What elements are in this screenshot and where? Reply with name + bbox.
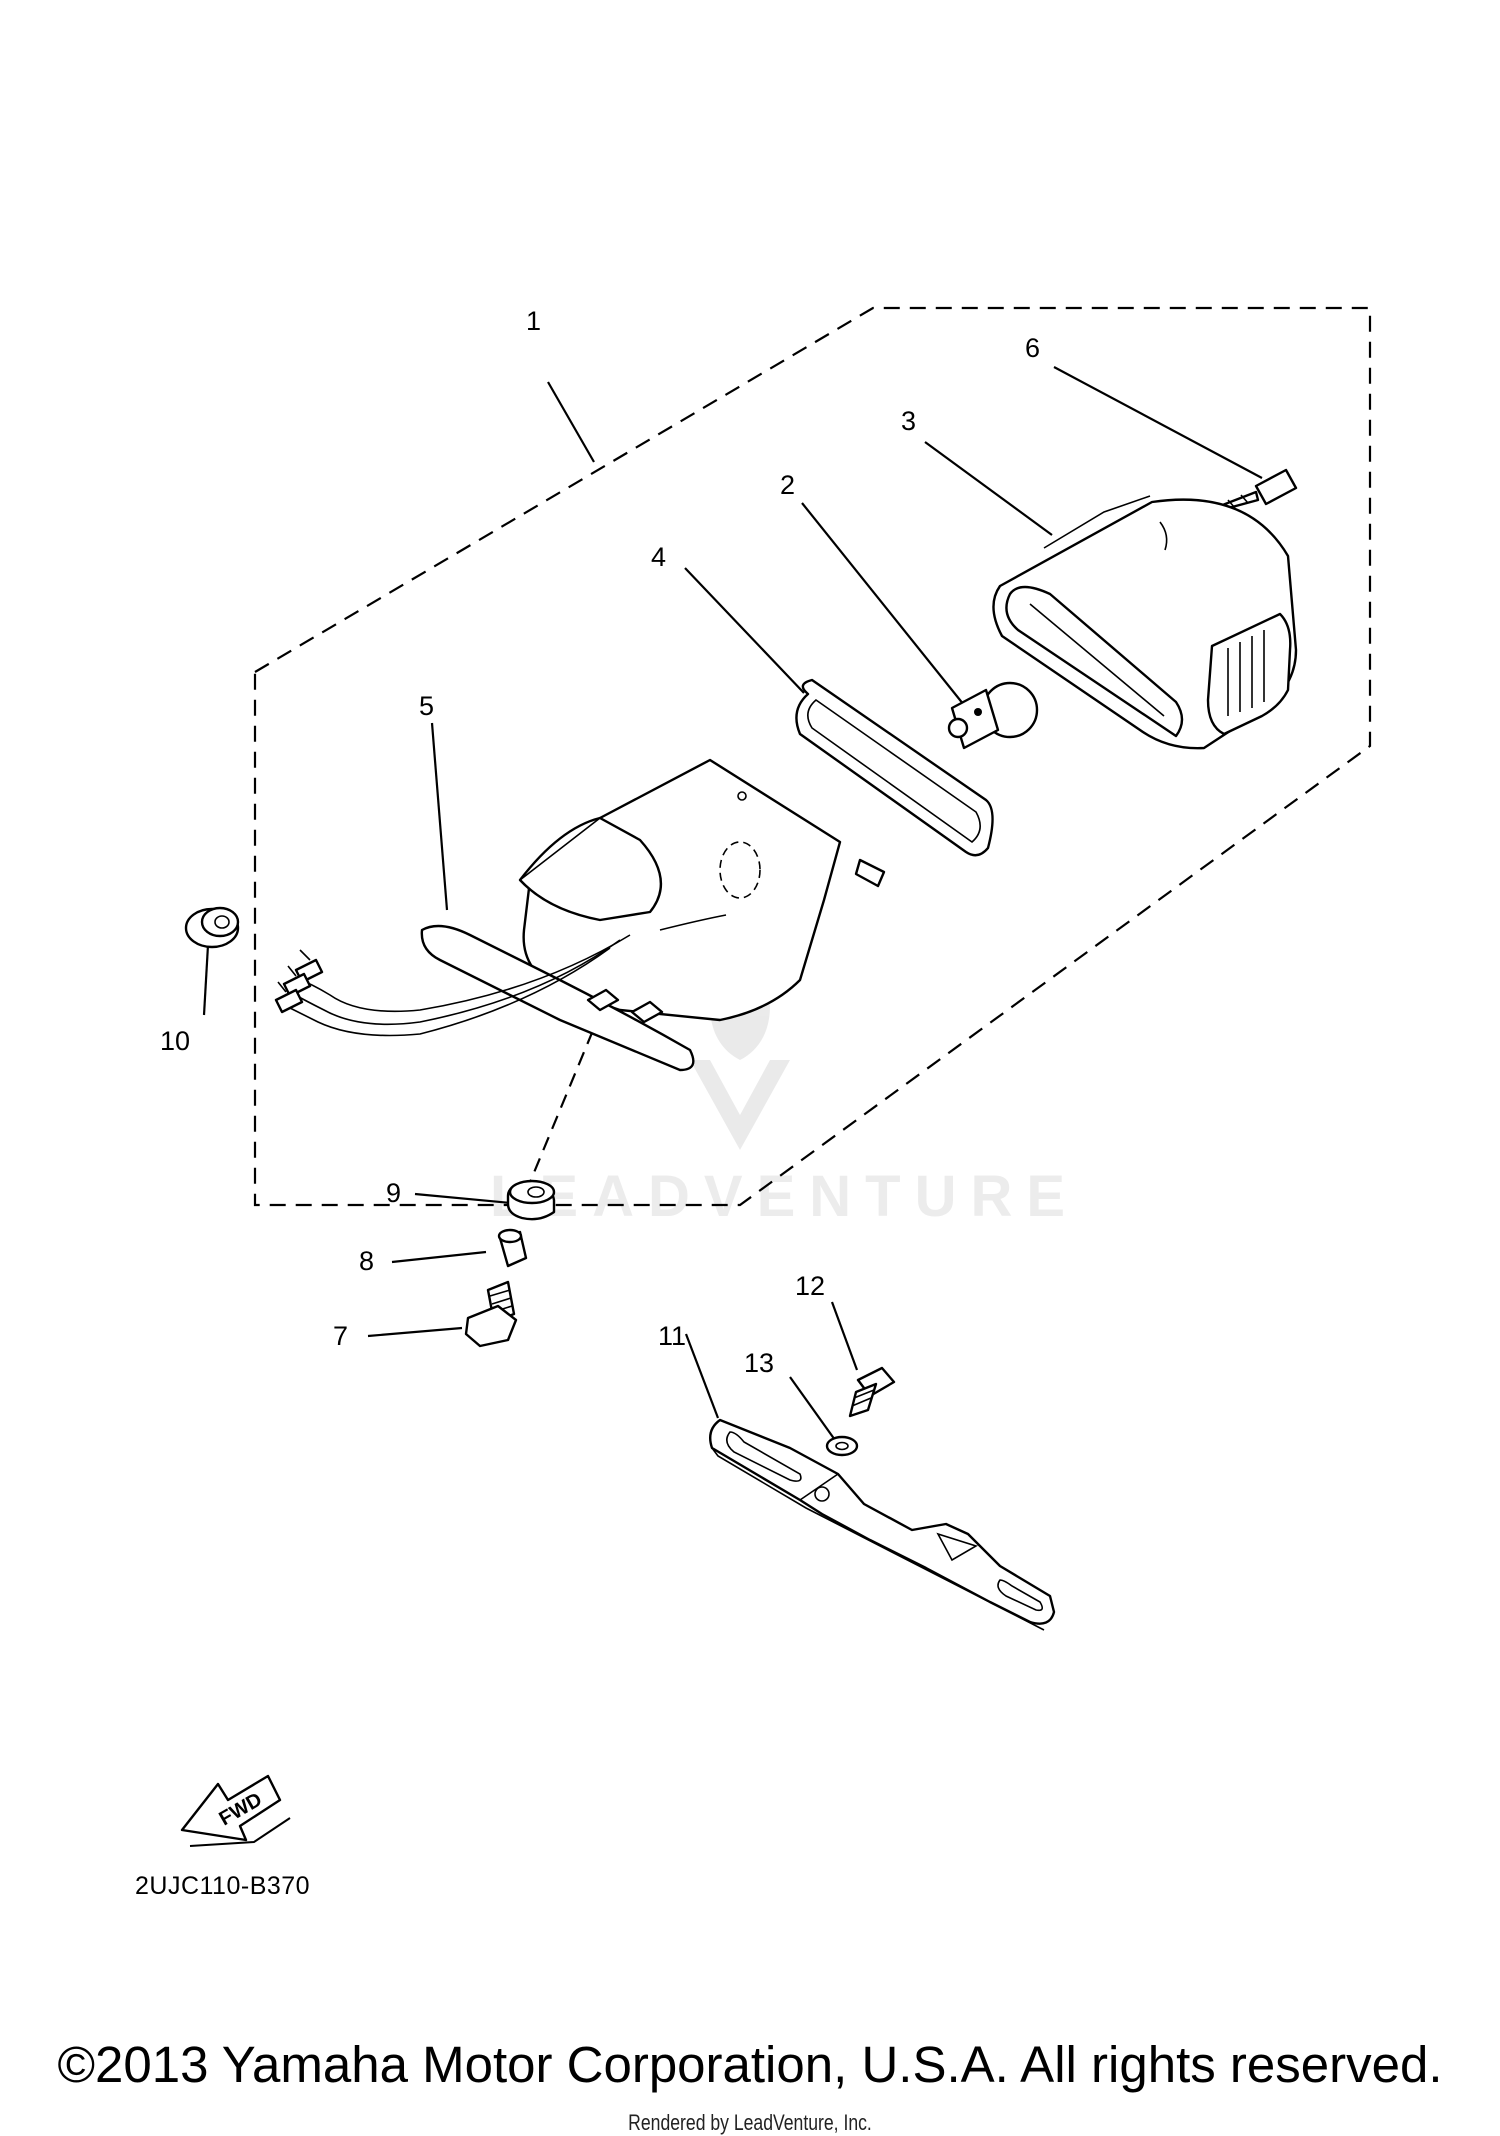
callout-9: 9 bbox=[386, 1178, 401, 1208]
callout-10: 10 bbox=[160, 1026, 190, 1056]
diagram-code: 2UJC110-B370 bbox=[135, 1872, 311, 1900]
bracket-part-11 bbox=[709, 1418, 1056, 1631]
bulb-part-2 bbox=[947, 681, 1039, 750]
lens-housing-part-3 bbox=[992, 495, 1298, 750]
callout-numbers: 1 2 3 4 5 6 7 8 9 10 11 12 13 bbox=[160, 306, 1040, 1378]
leadventure-watermark-text: LEADVENTURE bbox=[490, 1164, 1080, 1229]
collar-part-8 bbox=[497, 1228, 528, 1268]
callout-7: 7 bbox=[333, 1321, 348, 1351]
assembly-boundary bbox=[253, 306, 1372, 1207]
bolt-part-7 bbox=[464, 1280, 518, 1348]
callout-2: 2 bbox=[780, 470, 795, 500]
callout-3: 3 bbox=[901, 406, 916, 436]
callout-1: 1 bbox=[526, 306, 541, 336]
fwd-arrow-icon: FWD bbox=[180, 1774, 291, 1847]
gasket-part-4 bbox=[795, 678, 994, 857]
callout-6: 6 bbox=[1025, 333, 1040, 363]
grommet-part-10 bbox=[184, 906, 240, 949]
callout-4: 4 bbox=[651, 542, 666, 572]
bolt-part-12 bbox=[848, 1366, 896, 1418]
callout-13: 13 bbox=[744, 1348, 774, 1378]
callout-5: 5 bbox=[419, 691, 434, 721]
leader-lines bbox=[202, 366, 1263, 1441]
lamp-base-part-5 bbox=[274, 758, 886, 1072]
grommet-part-9 bbox=[506, 1179, 556, 1221]
rendered-by-credit: Rendered by LeadVenture, Inc. bbox=[628, 2110, 872, 2135]
callout-12: 12 bbox=[795, 1271, 825, 1301]
washer-part-13 bbox=[825, 1435, 859, 1457]
callout-11: 11 bbox=[658, 1321, 686, 1351]
callout-8: 8 bbox=[359, 1246, 374, 1276]
copyright-notice: ©2013 Yamaha Motor Corporation, U.S.A. A… bbox=[57, 2036, 1443, 2093]
